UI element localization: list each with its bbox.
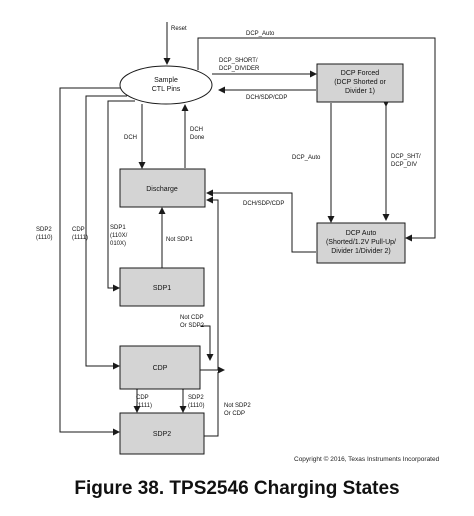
label-dcp-short-1: DCP_SHORT/: [219, 58, 258, 64]
edge-sdp2-left: [59, 87, 121, 436]
label-dch-sdp-cdp-top: DCH/SDP/CDP: [246, 95, 287, 101]
label-cdp-left-2: (1111): [72, 235, 88, 241]
node-dcp-forced-label-3: Divider 1): [345, 88, 375, 95]
label-dch-sdp-cdp-mid: DCH/SDP/CDP: [243, 201, 284, 207]
node-dcp-auto: DCP Auto (Shorted/1.2V Pull-Up/ Divider …: [316, 222, 406, 264]
edge-not-sdp2-or-cdp: [204, 372, 219, 437]
connector-lines: [59, 22, 436, 437]
node-discharge: Discharge: [119, 168, 206, 208]
node-sdp2-label: SDP2: [153, 431, 171, 438]
label-cdp-left-1: CDP: [72, 227, 85, 233]
node-sample-label-2: CTL Pins: [152, 86, 181, 93]
label-sdp1-left-2: (110X/: [110, 233, 128, 239]
label-sdp2-left-2: (1110): [36, 235, 52, 241]
node-dcp-auto-label-2: (Shorted/1.2V Pull-Up/: [326, 239, 396, 246]
label-dch-done-1: DCH: [190, 127, 203, 133]
edge-dch-sdp-cdp-mid: [206, 189, 316, 253]
node-dcp-auto-label-3: Divider 1/Divider 2): [331, 248, 391, 255]
node-cdp: CDP: [119, 345, 201, 390]
label-reset: Reset: [171, 26, 187, 32]
edge-dcp-auto-top: [197, 37, 436, 242]
node-dcp-forced-label-2: (DCP Shorted or: [334, 79, 386, 86]
node-discharge-label: Discharge: [146, 186, 178, 193]
node-sdp1-label: SDP1: [153, 285, 171, 292]
label-sdp2-1110-1: SDP2: [188, 395, 204, 401]
node-sample: Sample CTL Pins: [119, 65, 213, 105]
label-dch-done-2: Done: [190, 135, 205, 141]
label-dcp-short-2: DCP_DIVIDER: [219, 66, 260, 72]
label-cdp-1111-2: (1111): [136, 403, 152, 409]
label-not-sdp2-2: Or CDP: [224, 411, 245, 417]
node-dcp-auto-label-1: DCP Auto: [346, 230, 377, 237]
label-dcp-sht-1: DCP_SHT/: [391, 154, 421, 160]
label-not-sdp1: Not SDP1: [166, 237, 193, 243]
node-sample-label-1: Sample: [154, 77, 178, 84]
edge-not-cdp-or-sdp2: [200, 325, 214, 361]
figure-caption: Figure 38. TPS2546 Charging States: [74, 478, 400, 499]
node-sdp2: SDP2: [119, 412, 205, 455]
edge-cdp-left: [85, 95, 127, 370]
node-dcp-forced: DCP Forced (DCP Shorted or Divider 1): [316, 63, 404, 103]
node-dcp-forced-label-1: DCP Forced: [341, 70, 379, 77]
label-dcp-auto-top: DCP_Auto: [246, 31, 275, 37]
label-sdp1-left-1: SDP1: [110, 225, 126, 231]
label-sdp2-1110-2: (1110): [188, 403, 204, 409]
edge-sdp1-left: [107, 100, 135, 292]
label-not-cdp-2: Or SDP2: [180, 323, 205, 329]
label-dcp-auto-mid: DCP_Auto: [292, 155, 321, 161]
label-not-sdp2-1: Not SDP2: [224, 403, 251, 409]
label-sdp1-left-3: 010X): [110, 241, 126, 247]
node-cdp-label: CDP: [153, 365, 168, 372]
copyright-notice: Copyright © 2016, Texas Instruments Inco…: [294, 456, 440, 463]
label-sdp2-left-1: SDP2: [36, 227, 52, 233]
node-sdp1: SDP1: [119, 267, 205, 307]
label-dch: DCH: [124, 135, 137, 141]
label-cdp-1111-1: CDP: [136, 395, 149, 401]
label-dcp-sht-2: DCP_DIV: [391, 162, 417, 168]
edge-right-vertical: [206, 196, 219, 370]
label-not-cdp-1: Not CDP: [180, 315, 204, 321]
